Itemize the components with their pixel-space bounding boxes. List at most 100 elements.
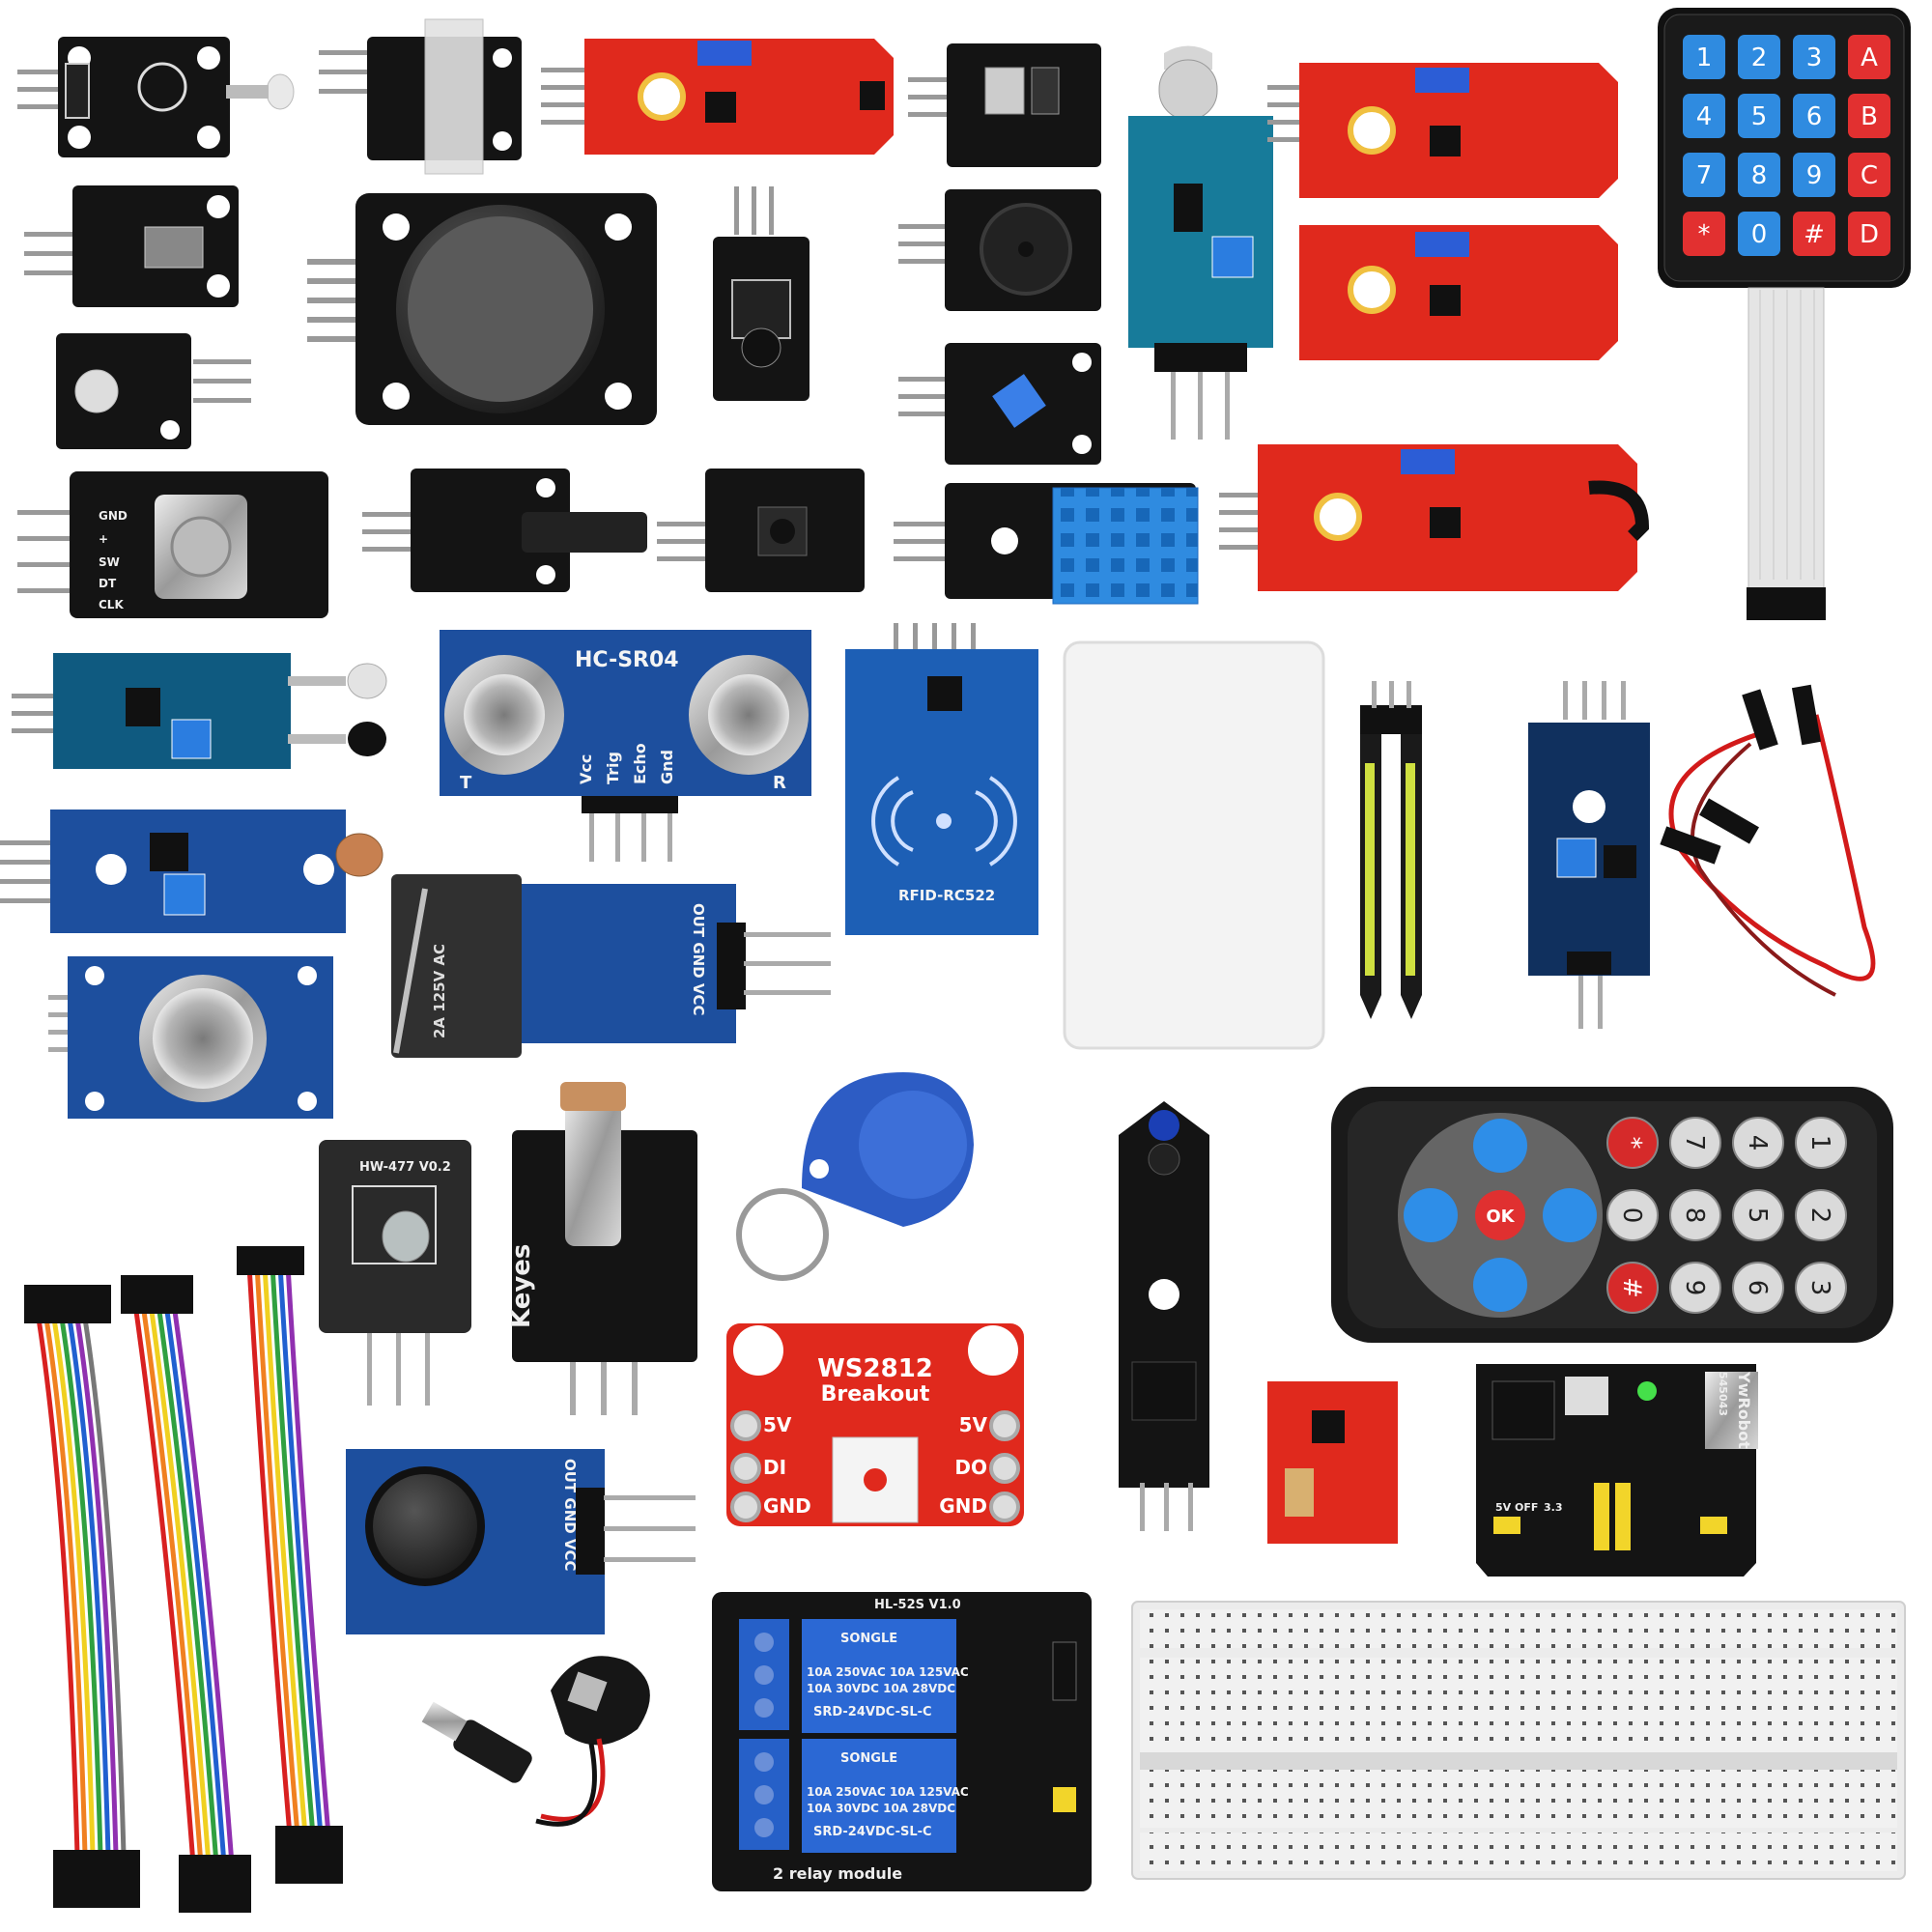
breadboard-power-module: YwRobot 545043 5V OFF 3.3 xyxy=(1476,1364,1758,1577)
remote-key: # xyxy=(1606,1262,1659,1314)
ultrasonic-title: HC-SR04 xyxy=(575,648,679,672)
temperature-sensor-module: HW-477 V0.2 xyxy=(319,1140,471,1406)
ir-receiver-module xyxy=(17,37,295,157)
keypad-key: 8 xyxy=(1738,153,1780,197)
power-module-brand: YwRobot xyxy=(1735,1371,1753,1449)
relay-1-part: SRD-24VDC-SL-C xyxy=(813,1705,932,1719)
remote-key-label: 4 xyxy=(1743,1135,1772,1151)
keypad-key: 1 xyxy=(1683,35,1725,79)
keypad-key: # xyxy=(1793,212,1835,256)
remote-dpad: OK xyxy=(1398,1113,1603,1318)
ir-obstacle-module xyxy=(12,653,387,769)
remote-key: * xyxy=(1606,1117,1659,1169)
relay-2-part: SRD-24VDC-SL-C xyxy=(813,1825,932,1839)
remote-key: 2 xyxy=(1795,1189,1847,1241)
relay-1-spec1: 10A 250VAC 10A 125VAC xyxy=(807,1665,969,1679)
laser-brand: Keyes xyxy=(507,1244,536,1328)
ir-track-sensor xyxy=(1119,1101,1209,1531)
keypad-key: 0 xyxy=(1738,212,1780,256)
keypad-key-label: B xyxy=(1861,102,1878,131)
ws2812-subtitle: Breakout xyxy=(821,1382,930,1406)
ultrasonic-pin-echo: Echo xyxy=(631,743,649,784)
ws2812-left-di: DI xyxy=(763,1456,786,1479)
red-sensor-module xyxy=(541,39,894,155)
button-module xyxy=(657,469,865,592)
keypad-key-label: 7 xyxy=(1696,161,1713,190)
keypad-key-label: 5 xyxy=(1751,102,1768,131)
remote-key: 9 xyxy=(1669,1262,1721,1314)
red-sensor-module-2 xyxy=(1267,63,1618,198)
rotary-encoder-module: GND + SW DT CLK xyxy=(17,471,328,618)
keypad-key-label: 2 xyxy=(1751,43,1768,72)
ws2812-right-do: DO xyxy=(954,1456,987,1479)
power-label-off: OFF xyxy=(1515,1501,1538,1514)
soil-moisture-controller xyxy=(1528,681,1650,1029)
dupont-wire-bundle-3 xyxy=(237,1246,343,1884)
encoder-pin-clk: CLK xyxy=(99,598,124,611)
remote-key-label: 5 xyxy=(1743,1208,1772,1224)
ultrasonic-module: HC-SR04 Vcc Trig Echo Gnd T R xyxy=(440,630,811,862)
ws2812-right-5v: 5V xyxy=(959,1413,988,1436)
remote-key-label: 0 xyxy=(1617,1208,1646,1224)
microswitch-pins: OUT GND VCC xyxy=(690,903,707,1016)
remote-key: 8 xyxy=(1669,1189,1721,1241)
keypad-key-label: * xyxy=(1698,220,1711,249)
keypad-key: 7 xyxy=(1683,153,1725,197)
remote-key-label: # xyxy=(1617,1277,1646,1298)
power-module-code: 545043 xyxy=(1717,1372,1729,1416)
keypad-key: A xyxy=(1848,35,1890,79)
keypad-key: C xyxy=(1848,153,1890,197)
relay-model: HL-52S V1.0 xyxy=(874,1598,961,1612)
buzzer-module xyxy=(898,189,1101,311)
encoder-pin-plus: + xyxy=(99,532,108,546)
ultrasonic-pin-trig: Trig xyxy=(604,752,622,784)
relay-1-brand: SONGLE xyxy=(840,1632,897,1646)
photoresistor-blue-module xyxy=(0,810,384,933)
remote-ok-label: OK xyxy=(1486,1207,1515,1227)
remote-key-label: 8 xyxy=(1680,1208,1709,1224)
remote-key: 4 xyxy=(1732,1117,1784,1169)
ws2812-title: WS2812 xyxy=(817,1354,933,1383)
ws2812-breakout: WS2812 Breakout 5V DI GND 5V DO GND xyxy=(726,1323,1024,1526)
reed-switch-module xyxy=(24,185,239,307)
laser-module: Keyes xyxy=(507,1082,697,1415)
relay-2-brand: SONGLE xyxy=(840,1751,897,1766)
keypad-key: 4 xyxy=(1683,94,1725,138)
remote-key-label: 7 xyxy=(1680,1135,1709,1151)
red-sensor-module-4 xyxy=(1219,444,1650,591)
encoder-pin-dt: DT xyxy=(99,577,117,590)
dupont-wire-bundle-2 xyxy=(121,1275,251,1913)
ultrasonic-pin-vcc: Vcc xyxy=(577,754,595,784)
rfid-label: RFID-RC522 xyxy=(898,887,995,904)
power-label-5v: 5V xyxy=(1495,1501,1512,1514)
remote-key-label: 6 xyxy=(1743,1280,1772,1296)
keypad-key-label: 4 xyxy=(1696,102,1713,131)
line-track-module xyxy=(713,186,810,401)
ultrasonic-pin-gnd: Gnd xyxy=(658,750,676,784)
relay-2-spec2: 10A 30VDC 10A 28VDC xyxy=(807,1802,955,1815)
keypad-key-label: 8 xyxy=(1751,161,1768,190)
keypad-key: D xyxy=(1848,212,1890,256)
ws2812-left-5v: 5V xyxy=(763,1413,792,1436)
tactile-switch-module-small xyxy=(898,343,1101,465)
photoresistor-module xyxy=(56,333,251,449)
red-sensor-module-3 xyxy=(1299,225,1618,360)
remote-key-label: * xyxy=(1617,1137,1646,1150)
temp-sensor-label: HW-477 V0.2 xyxy=(359,1160,451,1175)
rfid-module: RFID-RC522 xyxy=(845,623,1038,935)
power-label-3v3: 3.3 xyxy=(1544,1501,1563,1514)
microswitch-module: 2A 125V AC OUT GND VCC xyxy=(391,874,831,1058)
keypad-key-label: 1 xyxy=(1696,43,1713,72)
keypad-key-label: D xyxy=(1860,220,1879,249)
keypad-key: * xyxy=(1683,212,1725,256)
keypad-key: 5 xyxy=(1738,94,1780,138)
jumper-wire-pair xyxy=(1660,684,1876,997)
remote-key-label: 3 xyxy=(1805,1280,1834,1296)
ultrasonic-letter-r: R xyxy=(773,773,786,793)
keypad-key-label: 3 xyxy=(1806,43,1823,72)
encoder-pin-sw: SW xyxy=(99,555,120,569)
relay-2-spec1: 10A 250VAC 10A 125VAC xyxy=(807,1785,969,1799)
